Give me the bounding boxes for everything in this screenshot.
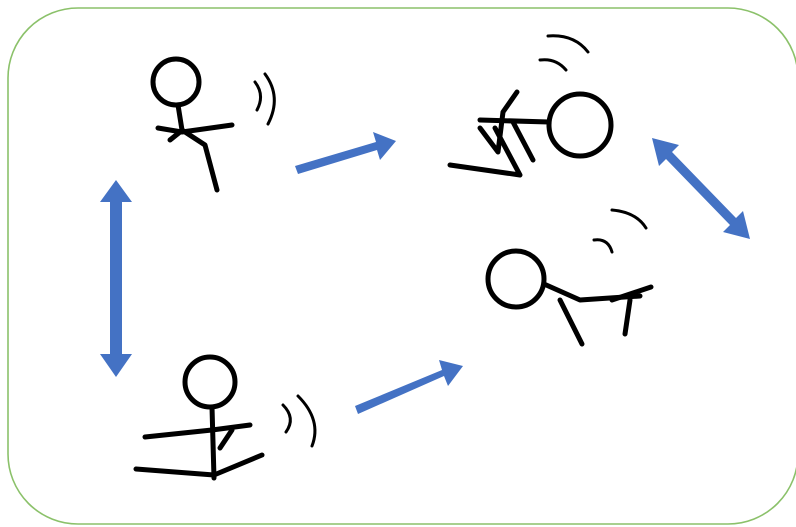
stick-figure-top-left bbox=[150, 56, 276, 193]
arrow-left-vertical-double bbox=[100, 180, 132, 377]
stick-figure-bottom-left bbox=[133, 354, 317, 481]
arrow-right-diagonal-double bbox=[652, 138, 750, 239]
arrow-top-left-to-top-right bbox=[295, 132, 396, 174]
arrow-bottom-left-to-middle-right bbox=[355, 360, 463, 414]
stick-figure-middle-right bbox=[485, 208, 654, 347]
stick-figure-top-right bbox=[447, 34, 614, 178]
rounded-frame bbox=[7, 7, 796, 525]
